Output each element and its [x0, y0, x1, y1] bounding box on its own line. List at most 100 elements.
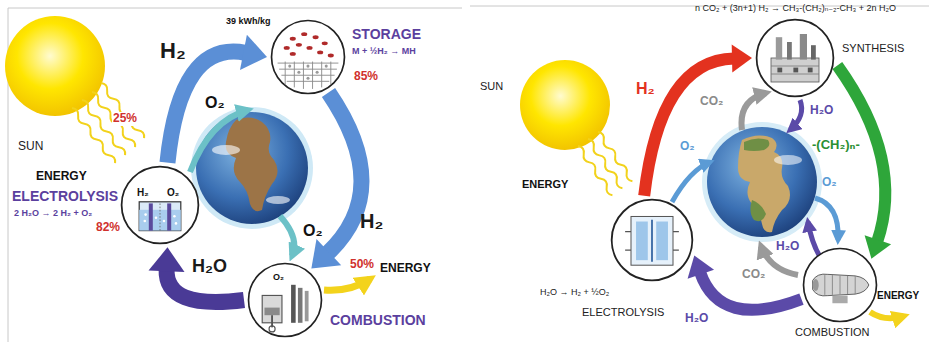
circle-outline [149, 203, 153, 230]
circle-outline [122, 167, 199, 244]
circle-outline [305, 291, 309, 321]
circle-outline [825, 275, 855, 295]
earth [774, 155, 802, 165]
flow-arrow [837, 65, 891, 258]
flow-arrow-shaft [644, 58, 734, 195]
circle-outline [173, 215, 176, 218]
circle-outline [297, 71, 300, 74]
circle-outline [290, 52, 296, 56]
circle-outline [278, 62, 339, 89]
flow-arrow [742, 93, 767, 130]
circle-outline [301, 32, 307, 36]
earth [266, 196, 290, 204]
circle-outline [793, 68, 798, 73]
circle-outline [291, 285, 296, 323]
earth [707, 127, 817, 237]
circle-outline [656, 222, 668, 261]
circle-outline [306, 77, 309, 80]
circle-outline [264, 308, 279, 316]
earth [702, 122, 822, 242]
circle-outline [631, 216, 673, 265]
circle-outline [636, 222, 648, 261]
energy-label: ENERGY [380, 262, 431, 276]
reaction-equation: n CO₂ + (3n+1) H₂ → CH₃-(CH₂)ₙ₋₂-CH₃ + 2… [695, 3, 896, 13]
circle-outline [120, 165, 200, 245]
flow-arrow [688, 255, 802, 309]
circle-outline [167, 203, 171, 230]
earth [191, 107, 313, 229]
circle-outline [771, 58, 819, 82]
sun-rays [596, 131, 635, 183]
circle-outline [328, 54, 334, 58]
circle-outline [249, 264, 322, 337]
flow-arrow-shaft [837, 65, 885, 241]
synthesis-circle: n CO₂ + (3n+1) H₂ → CH₃-(CH₂)ₙ₋₂-CH₃ + 2… [755, 18, 835, 98]
arrow-head [865, 235, 892, 258]
flow-arrow [672, 162, 710, 202]
flow-label: -(CH₂)ₙ- [812, 138, 860, 153]
reaction-equation: 2 H₂O → 2 H₂ + O₂ [14, 208, 92, 218]
circle-outline [290, 37, 296, 41]
flow-label: H₂O [192, 256, 227, 277]
flow-arrow [190, 110, 248, 172]
circle-outline [144, 220, 147, 223]
circle-outline [160, 203, 161, 230]
circle-outline [316, 71, 319, 74]
circle-outline [270, 19, 346, 95]
process-heading: SYNTHESIS [842, 42, 904, 55]
flow-label: H₂O [776, 240, 799, 254]
electrolysis-circle: ELECTROLYSIS2 H₂O → 2 H₂ + O₂82% [120, 165, 200, 245]
circle-outline [284, 46, 290, 50]
reaction-equation: H₂O → H₂ + ½O₂ [540, 287, 609, 297]
circle-outline [625, 232, 679, 250]
storage-circle: STORAGEM + ½H₂ → MH85% [270, 19, 346, 95]
earth [744, 138, 769, 151]
energy-label: ENERGY [522, 178, 568, 191]
circle-outline [771, 66, 819, 74]
flow-arrow [815, 198, 838, 240]
circle-outline [651, 220, 653, 262]
sun-rays [99, 81, 146, 139]
flow-arrow [149, 247, 244, 302]
flow-label: CO₂ [700, 95, 723, 109]
circle-outline [777, 68, 782, 73]
flow-label: O₂ [272, 272, 285, 282]
flow-label: H₂O [810, 104, 833, 118]
circle-outline [306, 46, 312, 50]
circle-outline [139, 202, 181, 231]
process-heading: ELECTROLYSIS [582, 306, 664, 319]
efficiency-value: 82% [96, 221, 120, 235]
flow-label: O₂ [822, 176, 837, 190]
process-heading: STORAGE [352, 26, 421, 42]
electrolysis-circle: H₂O → H₂ + ½O₂ELECTROLYSIS [610, 198, 694, 282]
circle-outline [610, 198, 694, 282]
circle-outline [811, 45, 816, 59]
energy-density: 39 kWh/kg [226, 16, 271, 26]
combustion-circle: COMBUSTION [802, 247, 878, 323]
reaction-equation: M + ½H₂ → MH [352, 46, 416, 56]
circle-outline [800, 34, 807, 60]
flow-arrow [644, 44, 752, 195]
circle-outline [813, 274, 869, 296]
flow-label: CO₂ [742, 268, 765, 282]
circle-outline [776, 37, 782, 59]
source-label: SUN [18, 140, 43, 154]
circle-outline [325, 65, 328, 68]
flow-arrow [280, 216, 294, 256]
arrow-head [149, 247, 185, 272]
flow-arrow [870, 312, 904, 318]
circle-outline [757, 20, 834, 97]
circle-outline [612, 200, 693, 281]
process-heading: COMBUSTION [330, 312, 426, 328]
source-label: SUN [480, 80, 503, 93]
circle-outline [322, 41, 328, 45]
energy-label: ENERGY [36, 170, 87, 184]
circle-outline [832, 296, 847, 304]
circle-outline [247, 262, 323, 338]
electrode-label: O₂ [166, 187, 180, 199]
flow-label: H₂ [636, 80, 655, 98]
flow-arrow [324, 279, 370, 290]
process-heading: ELECTROLYSIS [12, 188, 118, 204]
